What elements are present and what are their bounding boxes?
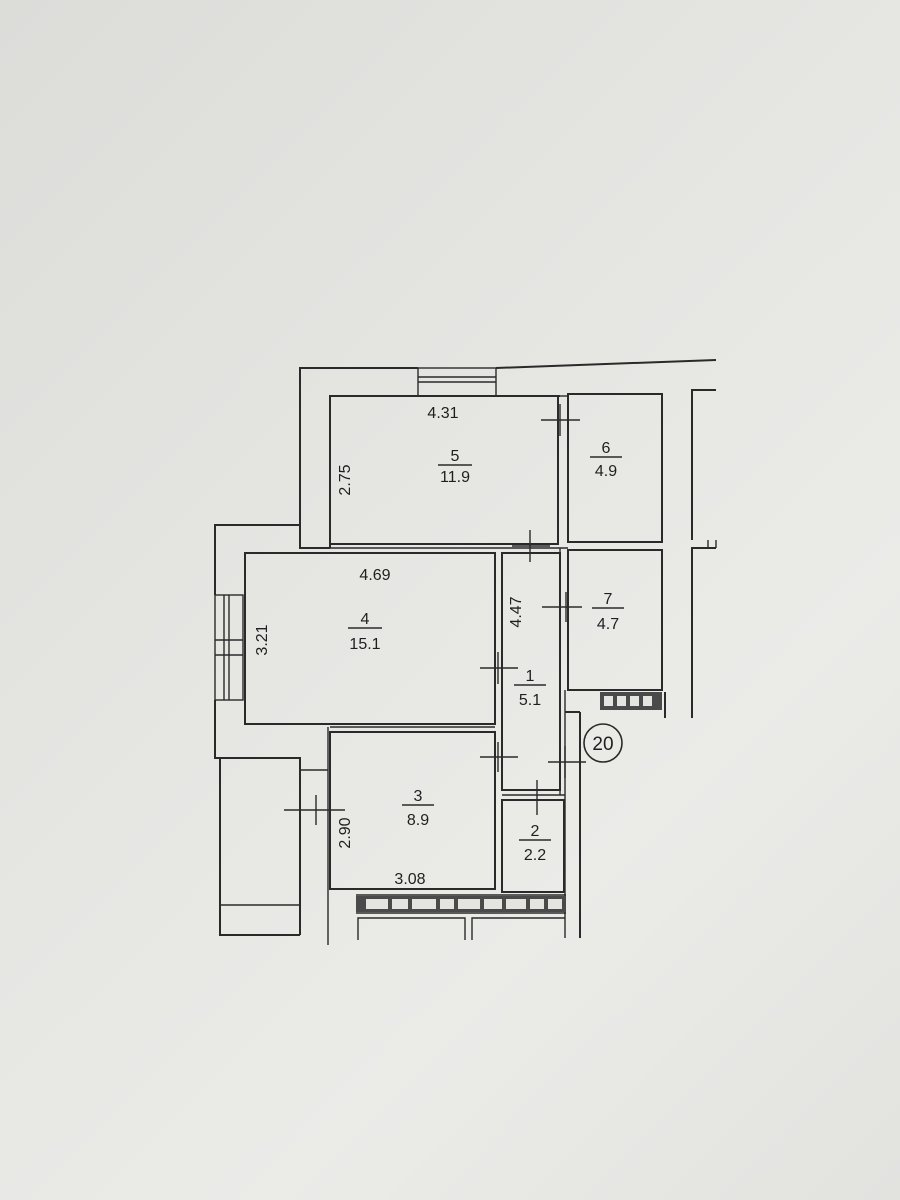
- room-1-area: 5.1: [519, 692, 541, 709]
- room-6-number: 6: [602, 440, 611, 457]
- room-7-number: 7: [604, 591, 613, 608]
- room-2-area: 2.2: [524, 847, 546, 864]
- room-7-area: 4.7: [597, 616, 619, 633]
- room-6-area: 4.9: [595, 463, 617, 480]
- apartment-number: 20: [592, 734, 613, 755]
- room-2: [501, 799, 565, 893]
- outer-walls: [214, 359, 717, 938]
- room-4-area: 15.1: [349, 636, 380, 653]
- inner-walls: [327, 547, 568, 945]
- dim-room4-height: 3.21: [254, 624, 271, 655]
- dim-room1-length: 4.47: [508, 596, 525, 627]
- room-5-number: 5: [451, 448, 460, 465]
- dim-room4-width: 4.69: [359, 567, 390, 584]
- room-4-number: 4: [361, 611, 370, 628]
- room-2-number: 2: [531, 823, 540, 840]
- dim-room5-width: 4.31: [427, 405, 458, 422]
- room-labels: 5 11.9 6 4.9 4 15.1 7 4.7 1 5.1 3 8.9 2 …: [348, 440, 624, 864]
- dimension-labels: 4.31 2.75 4.69 3.21 4.47 2.90 3.08: [254, 405, 525, 888]
- dim-room3-height: 2.90: [337, 817, 354, 848]
- apartment-number-badge: 20: [583, 723, 623, 763]
- room-5-area: 11.9: [440, 469, 470, 486]
- hatched-walls: [356, 692, 662, 912]
- door-marks: [284, 404, 586, 825]
- room-3: [329, 731, 496, 890]
- room-7: [567, 549, 663, 691]
- dim-room5-height: 2.75: [337, 464, 354, 495]
- room-1-number: 1: [526, 668, 535, 685]
- dim-room3-width: 3.08: [394, 871, 425, 888]
- room-3-number: 3: [414, 788, 423, 805]
- room-3-area: 8.9: [407, 812, 429, 829]
